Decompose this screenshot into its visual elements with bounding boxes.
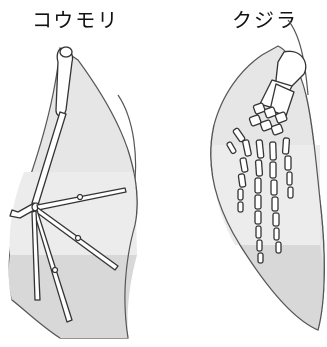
bat-wing-illustration [9, 47, 138, 338]
whale-flipper-illustration [211, 20, 325, 330]
whale-flipper-shading-upper [212, 145, 320, 245]
bat-wing-shading-lower [9, 255, 137, 338]
bat-shoulder-joint [60, 47, 72, 57]
